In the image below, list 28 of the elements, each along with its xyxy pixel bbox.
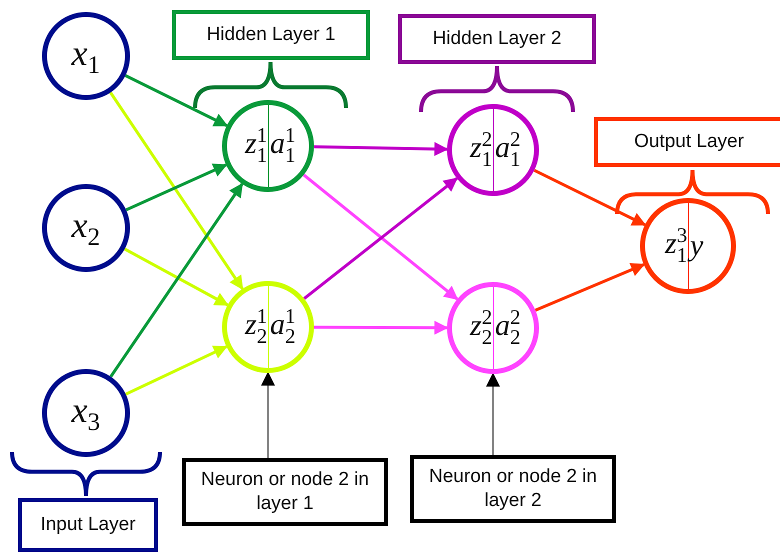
- layer-label-box: [172, 10, 370, 60]
- connection-arrow: [110, 182, 244, 378]
- layer-label-box: [18, 498, 158, 552]
- input-symbol: x$_{2}$: [72, 206, 100, 250]
- annotation-box: [410, 455, 616, 523]
- annotation-box: [182, 458, 388, 526]
- connection-arrow: [124, 74, 228, 127]
- connection-arrow: [314, 142, 448, 156]
- connection-arrow: [314, 320, 448, 335]
- pointer-arrow: [486, 372, 500, 456]
- label-text: Hidden Layer 1: [206, 23, 336, 47]
- connection-arrow: [534, 168, 646, 226]
- activation-symbol: y: [690, 231, 704, 261]
- connection-arrow: [125, 345, 228, 396]
- pointer-arrow: [261, 372, 275, 458]
- layer-label-box: [398, 14, 596, 64]
- connection-arrow: [109, 92, 244, 290]
- label-text: Hidden Layer 2: [432, 27, 562, 51]
- input-symbol: x$_{3}$: [72, 392, 100, 435]
- label-text: Output Layer: [634, 130, 744, 154]
- input-symbol: x$_{1}$: [72, 34, 100, 78]
- label-text: Neuron or node 2 in layer 1: [200, 468, 370, 516]
- connection-arrow: [534, 263, 646, 312]
- label-text: Input Layer: [40, 513, 136, 537]
- connection-arrow: [124, 248, 229, 306]
- connection-arrow: [125, 164, 228, 212]
- label-text: Neuron or node 2 in layer 2: [428, 465, 598, 513]
- layer-label-box: [594, 117, 780, 167]
